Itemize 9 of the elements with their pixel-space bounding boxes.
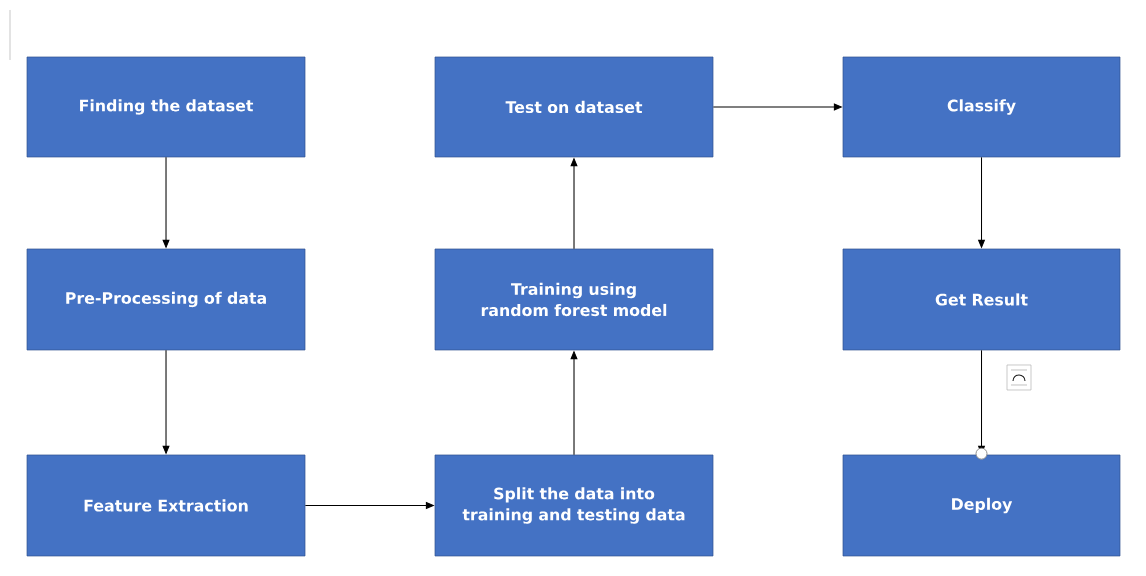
process-box: Feature Extraction xyxy=(26,454,306,557)
process-box: Get Result xyxy=(842,248,1121,351)
process-box: Classify xyxy=(842,56,1121,158)
process-box: Split the data into training and testing data xyxy=(434,454,714,557)
process-box: Training using random forest model xyxy=(434,248,714,351)
process-box: Finding the dataset xyxy=(26,56,306,158)
process-box: Deploy xyxy=(842,454,1121,557)
process-box: Test on dataset xyxy=(434,56,714,158)
process-box: Pre-Processing of data xyxy=(26,248,306,351)
